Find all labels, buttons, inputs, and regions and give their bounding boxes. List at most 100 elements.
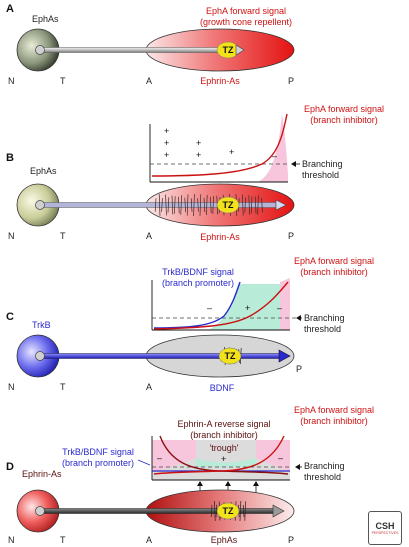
branch-tick <box>178 196 180 214</box>
branch-tick <box>167 197 170 213</box>
panel-a: A EphAs EphA forward signal (growth cone… <box>6 3 295 86</box>
cell-label: TrkB <box>32 320 51 330</box>
growth-cone <box>235 44 245 56</box>
forward-signal-label: EphA forward signal <box>294 256 374 266</box>
branch-tick <box>184 197 186 213</box>
branch-tick <box>242 504 245 518</box>
threshold-label: Branching <box>302 159 343 169</box>
minus-sign: – <box>277 303 282 313</box>
axis-a: A <box>146 382 152 392</box>
trkb-signal-label: TrkB/BDNF signal <box>162 267 234 277</box>
plus-sign: + <box>229 147 234 157</box>
branch-tick <box>210 504 213 518</box>
axis-p: P <box>288 231 294 241</box>
trough-label: 'trough' <box>210 443 239 453</box>
signal-label-sub: (growth cone repellent) <box>200 17 292 27</box>
reverse-signal-label: Ephrin-A reverse signal <box>177 419 270 429</box>
branch-tick <box>203 197 206 213</box>
trkb-pointer <box>137 459 151 466</box>
arrow-head <box>295 464 300 470</box>
signal-label: EphA forward signal <box>206 6 286 16</box>
trkb-signal-label: TrkB/BDNF signal <box>62 447 134 457</box>
branch-tick <box>180 195 182 215</box>
axis-n: N <box>8 76 15 86</box>
branch-tick <box>214 501 216 521</box>
branch-tick <box>165 194 167 216</box>
plus-sign: + <box>164 138 169 148</box>
plus-sign: + <box>196 138 201 148</box>
threshold-label: Branching <box>304 313 345 323</box>
branch-tick <box>193 193 195 217</box>
branch-tick <box>199 194 202 216</box>
branch-tick <box>174 196 176 214</box>
minus-sign: – <box>278 453 283 463</box>
axis-n: N <box>8 382 15 392</box>
minus-sign: – <box>207 303 212 313</box>
minus-sign: – <box>272 151 277 161</box>
plus-sign: + <box>164 150 169 160</box>
axis-a: A <box>146 535 152 545</box>
threshold-label: Branching <box>304 461 345 471</box>
branch-tick <box>254 196 257 214</box>
promotion-area <box>208 284 288 330</box>
branch-tick <box>244 501 246 521</box>
panel-letter: D <box>6 461 14 473</box>
axis-t: T <box>60 535 66 545</box>
arrow-head <box>291 161 296 167</box>
arrow-head <box>296 315 301 321</box>
tz-label: TZ <box>223 506 234 516</box>
gradient-label: Ephrin-As <box>200 232 240 242</box>
panel-b: B EphA forward signal (branch inhibitor)… <box>6 104 384 242</box>
gradient-label: BDNF <box>210 383 235 393</box>
axis-t: T <box>60 76 66 86</box>
reverse-signal-label-sub: (branch inhibitor) <box>190 430 258 440</box>
panel-letter: A <box>6 3 14 15</box>
axis-p: P <box>288 76 294 86</box>
branch-tick <box>161 198 163 212</box>
axis-p: P <box>288 535 294 545</box>
panel-letter: C <box>6 311 14 323</box>
panel-d: D EphA forward signal (branch inhibitor)… <box>6 405 374 545</box>
trkb-signal-curve <box>153 281 241 329</box>
branch-tick <box>190 198 193 212</box>
axis-t: T <box>60 382 66 392</box>
gradient-label: EphAs <box>211 535 238 545</box>
branch-tick <box>250 196 253 214</box>
forward-signal-label-sub: (branch inhibitor) <box>300 416 368 426</box>
axis-a: A <box>146 231 152 241</box>
branch-tick <box>197 198 199 212</box>
forward-signal-curve <box>153 435 285 475</box>
logo-subtext: PERSPECTIVES <box>371 530 399 535</box>
branch-tick <box>154 198 157 212</box>
plus-sign: + <box>245 303 250 313</box>
cell-label: EphAs <box>30 166 57 176</box>
csh-perspectives-logo: CSH PERSPECTIVES <box>368 511 402 545</box>
panel-c: C EphA forward signal (branch inhibitor)… <box>6 256 374 393</box>
forward-signal-curve <box>151 113 288 177</box>
termination-zone <box>216 502 240 520</box>
cell-body <box>35 506 45 516</box>
termination-zone <box>216 196 240 214</box>
branch-tick <box>244 197 246 213</box>
tz-label: TZ <box>223 200 234 210</box>
growth-cone <box>275 199 287 211</box>
threshold-label-sub: threshold <box>302 170 339 180</box>
threshold-label-sub: threshold <box>304 324 341 334</box>
axis-p: P <box>296 364 302 374</box>
plus-sign: + <box>164 126 169 136</box>
branch-tick <box>158 194 161 216</box>
branch-tick <box>186 194 189 216</box>
forward-signal-label: EphA forward signal <box>294 405 374 415</box>
inhibition-area <box>280 278 290 330</box>
plus-sign: + <box>196 150 201 160</box>
cell-label: Ephrin-As <box>22 469 62 479</box>
axis-n: N <box>8 535 15 545</box>
branch-tick <box>239 500 242 522</box>
axon <box>39 202 277 208</box>
plus-sign: + <box>221 454 226 464</box>
forward-signal-label-sub: (branch inhibitor) <box>300 267 368 277</box>
reverse-inhibition-area <box>152 440 196 472</box>
cell-body <box>35 45 45 55</box>
branch-tick <box>257 195 259 215</box>
